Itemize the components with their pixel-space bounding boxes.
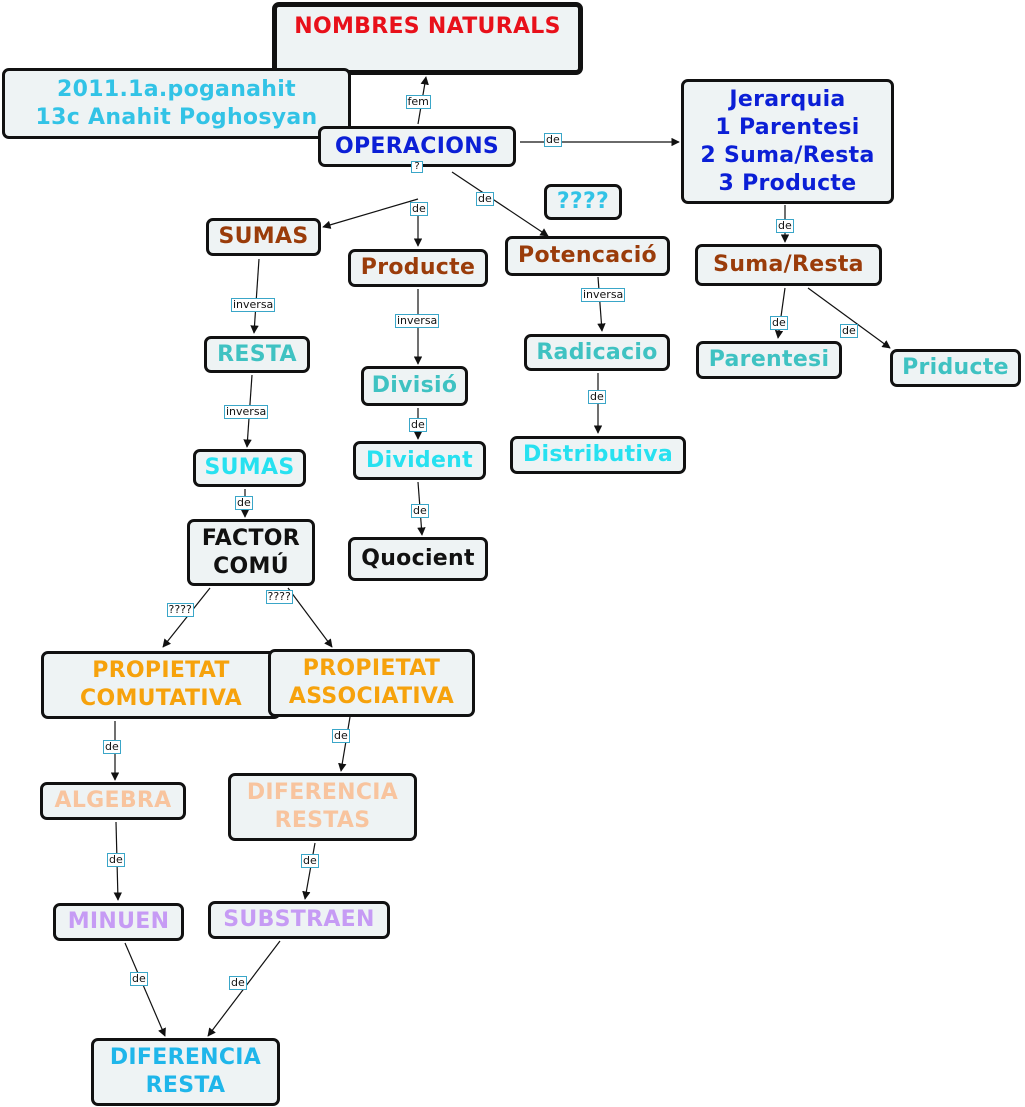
edge-label-resta-to-sumas2: inversa	[224, 405, 269, 419]
node-resta[interactable]: RESTA	[204, 336, 310, 373]
edge-sumaresta-to-parentesi	[774, 287, 786, 339]
node-potencacio[interactable]: Potencació	[505, 236, 670, 276]
node-priducte[interactable]: Priducte	[890, 349, 1021, 387]
node-sumas2[interactable]: SUMAS	[193, 449, 306, 487]
edge-label-diferencia_restas-to-substraen: de	[301, 854, 319, 868]
node-diferencia_resta[interactable]: DIFERENCIA RESTA	[91, 1038, 280, 1106]
edge-minuen-to-diferencia_resta	[124, 942, 166, 1037]
node-factor[interactable]: FACTOR COMÚ	[187, 519, 315, 586]
node-author[interactable]: 2011.1a.poganahit 13c Anahit Poghosyan	[2, 68, 351, 139]
node-quocient[interactable]: Quocient	[348, 537, 488, 581]
node-operacions[interactable]: OPERACIONS	[318, 126, 516, 167]
help-marker-icon: ?	[411, 161, 423, 173]
edge-potencacio-to-radicacio	[597, 276, 606, 332]
node-radicacio[interactable]: Radicacio	[524, 334, 670, 371]
edge-label-divident-to-quocient: de	[411, 504, 429, 518]
edge-label-producte-to-divisio: inversa	[395, 314, 440, 328]
edge-associativa-to-diferencia_restas	[338, 716, 351, 772]
edge-sumas1-to-resta	[250, 258, 260, 334]
edge-label-operacions-to-producte: de	[410, 202, 428, 216]
edge-factor-to-associativa	[287, 587, 333, 648]
node-divisio[interactable]: Divisió	[361, 366, 468, 406]
node-minuen[interactable]: MINUEN	[53, 903, 184, 941]
edge-diferencia_restas-to-substraen	[302, 842, 316, 900]
edge-label-jerarquia-to-sumaresta: de	[776, 219, 794, 233]
edge-label-substraen-to-diferencia_resta: de	[229, 976, 247, 990]
edge-factor-to-comutativa	[162, 587, 211, 648]
node-algebra[interactable]: ALGEBRA	[40, 782, 186, 820]
edge-label-operacions-to-potencacio: de	[476, 192, 494, 206]
node-sumas1[interactable]: SUMAS	[206, 218, 321, 256]
node-distributiva[interactable]: Distributiva	[510, 436, 686, 474]
node-jerarquia[interactable]: Jerarquia 1 Parentesi 2 Suma/Resta 3 Pro…	[681, 79, 894, 204]
edge-label-algebra-to-minuen: de	[107, 853, 125, 867]
node-q4top[interactable]: ????	[544, 184, 622, 220]
edge-operacions-to-potencacio	[451, 171, 549, 237]
edge-label-associativa-to-diferencia_restas: de	[332, 729, 350, 743]
node-diferencia_restas[interactable]: DIFERENCIA RESTAS	[228, 773, 417, 841]
edge-label-sumas2-to-factor: de	[235, 496, 253, 510]
edge-sumaresta-to-priducte	[807, 287, 891, 349]
node-producte[interactable]: Producte	[348, 249, 488, 287]
edge-label-potencacio-to-radicacio: inversa	[581, 288, 626, 302]
edge-label-factor-to-comutativa: ????	[166, 603, 194, 617]
edge-label-radicacio-to-distributiva: de	[588, 390, 606, 404]
edge-label-operacions-to-nombres: fem	[405, 95, 431, 109]
node-nombres[interactable]: NOMBRES NATURALS	[272, 2, 583, 75]
node-comutativa[interactable]: PROPIETAT COMUTATIVA	[41, 651, 281, 719]
edge-label-sumas1-to-resta: inversa	[231, 298, 276, 312]
edge-operacions-to-sumas1	[322, 198, 419, 229]
edge-label-operacions-to-jerarquia: de	[544, 133, 562, 147]
edge-label-minuen-to-diferencia_resta: de	[130, 972, 148, 986]
edge-label-divisio-to-divident: de	[409, 418, 427, 432]
edge-label-factor-to-associativa: ????	[265, 590, 293, 604]
node-parentesi[interactable]: Parentesi	[696, 341, 842, 379]
node-substraen[interactable]: SUBSTRAEN	[208, 901, 390, 939]
node-divident[interactable]: Divident	[353, 441, 486, 480]
node-associativa[interactable]: PROPIETAT ASSOCIATIVA	[268, 649, 475, 717]
edge-label-sumaresta-to-priducte: de	[840, 324, 858, 338]
node-sumaresta[interactable]: Suma/Resta	[695, 244, 882, 286]
edge-label-sumaresta-to-parentesi: de	[770, 316, 788, 330]
edge-label-comutativa-to-algebra: de	[103, 740, 121, 754]
